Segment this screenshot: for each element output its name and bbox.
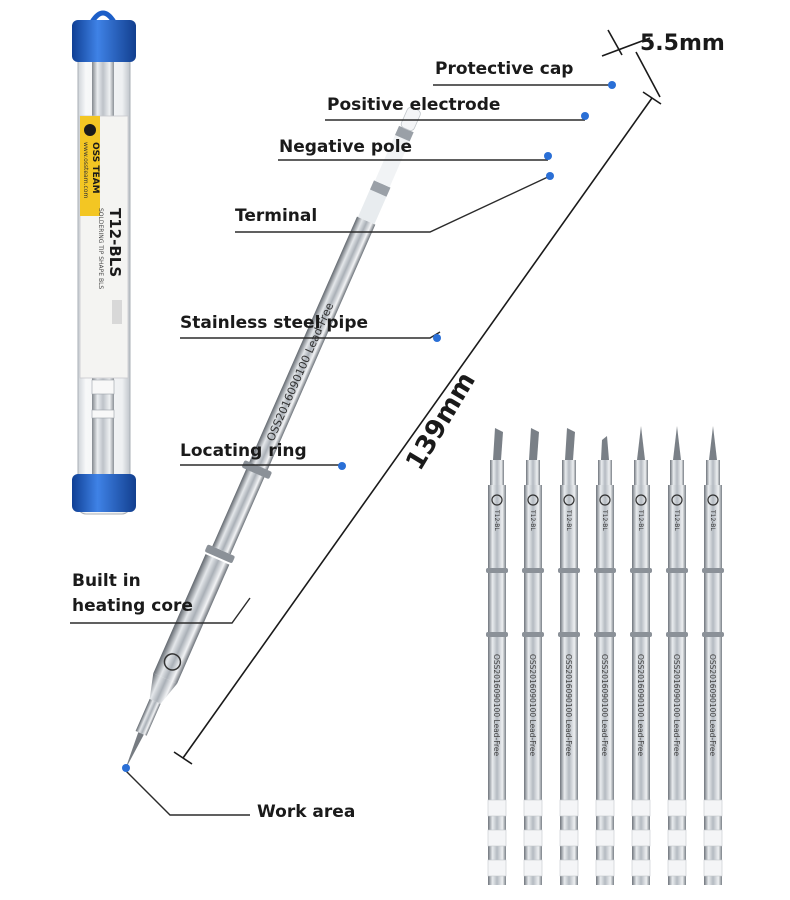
- callout-dots: [122, 81, 616, 772]
- tube-model: T12-BLS: [106, 208, 124, 277]
- heating-core-section: [153, 554, 230, 684]
- tip-printed-text: OSS2016090100 Lead-Free: [564, 654, 573, 757]
- tip-printed-text: OSS2016090100 Lead-Free: [636, 654, 645, 757]
- tip-printed-text: OSS2016090100 Lead-Free: [708, 654, 717, 757]
- length-label: 139mm: [400, 367, 482, 475]
- tip-1: T12-BL OSS2016090100 Lead-Free: [486, 428, 508, 885]
- diameter-dimension: [601, 29, 661, 98]
- packaging-tube: OSS TEAM www.ossteam.com T12-BLS SOLDERI…: [72, 10, 136, 515]
- tube-url: www.ossteam.com: [82, 142, 89, 198]
- tip-model-text: T12-BL: [601, 509, 608, 531]
- ce-mark-icon: [112, 300, 122, 324]
- callouts: [70, 84, 612, 816]
- oss-logo-icon: [84, 124, 96, 136]
- tip-logo-icon: [163, 653, 182, 671]
- tip-6: T12-BL OSS2016090100 Lead-Free: [666, 426, 688, 885]
- label-stainless-pipe: Stainless steel pipe: [180, 313, 368, 333]
- tip-printed-text: OSS2016090100 Lead-Free: [492, 654, 501, 757]
- leader-stainless-pipe: [180, 331, 441, 339]
- label-heating-core-line1: Built in: [72, 571, 141, 591]
- tube-brand: OSS TEAM: [90, 142, 100, 194]
- tip-2: T12-BL OSS2016090100 Lead-Free: [522, 428, 544, 885]
- label-negative-pole: Negative pole: [279, 137, 412, 157]
- label-heating-core-line2: heating core: [72, 596, 193, 616]
- tube-label: OSS TEAM www.ossteam.com T12-BLS SOLDERI…: [79, 115, 129, 379]
- length-dimension: [173, 91, 662, 765]
- label-locating-ring: Locating ring: [180, 441, 307, 461]
- tip-model-text: T12-BL: [673, 509, 680, 531]
- tip-printed-text: OSS2016090100 Lead-Free: [672, 654, 681, 757]
- tip-7: T12-BL OSS2016090100 Lead-Free: [702, 426, 724, 885]
- tip-printed-text: OSS2016090100 Lead-Free: [528, 654, 537, 757]
- leader-terminal: [235, 175, 551, 233]
- tip-printed-text: OSS2016090100 Lead-Free: [600, 654, 609, 757]
- tube-bottom-cap: [72, 474, 136, 512]
- locating-ring-lower: [205, 544, 235, 563]
- label-protective-cap: Protective cap: [435, 59, 573, 79]
- tip-point: [125, 732, 144, 770]
- label-terminal: Terminal: [235, 206, 317, 226]
- main-soldering-tip: OSS2016090100 Lead-Free: [125, 106, 421, 770]
- label-work-area: Work area: [257, 802, 355, 822]
- label-positive-electrode: Positive electrode: [327, 95, 500, 115]
- tip-4: T12-BL OSS2016090100 Lead-Free: [594, 436, 616, 885]
- diameter-label: 5.5mm: [640, 31, 725, 56]
- tip-row: T12-BL OSS2016090100 Lead-Free T12-BL OSS20…: [486, 426, 724, 885]
- tip-model-text: T12-BL: [565, 509, 572, 531]
- tip-model-text: T12-BL: [493, 509, 500, 531]
- tip-3: T12-BL OSS2016090100 Lead-Free: [558, 428, 580, 885]
- tip-5: T12-BL OSS2016090100 Lead-Free: [630, 426, 652, 885]
- protective-cap-part: [400, 106, 421, 131]
- leader-work-area: [124, 769, 250, 816]
- tip-model-text: T12-BL: [637, 509, 644, 531]
- tube-top-cap: [72, 10, 136, 62]
- tube-description: SOLDERING TIP SHAPE BLS: [97, 208, 104, 289]
- tip-model-text: T12-BL: [529, 509, 536, 531]
- tip-model-text: T12-BL: [709, 509, 716, 531]
- leader-heating-core: [70, 597, 251, 624]
